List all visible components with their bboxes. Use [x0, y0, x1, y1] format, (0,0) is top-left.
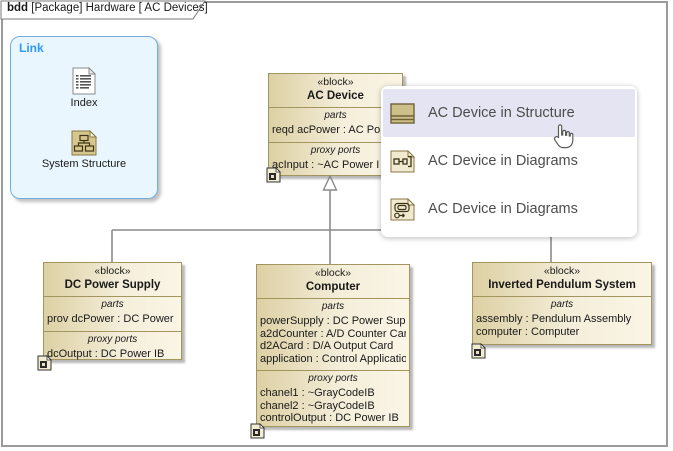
- diagram-title-text: [Package] Hardware [ AC Devices]: [28, 2, 208, 14]
- proxy-ports-compartment: proxy ports dcOutput : DC Power IB: [44, 332, 181, 366]
- hyperlink-badge-icon[interactable]: [471, 343, 486, 359]
- proxy-port[interactable]: chanel1 : ~GrayCodeIB: [260, 387, 375, 399]
- part-property[interactable]: powerSupply : DC Power Supply: [260, 315, 406, 327]
- menu-item-label: AC Device in Diagrams: [428, 201, 578, 217]
- generalization-arrow-icon: [322, 174, 338, 191]
- proxy-ports-compartment: proxy ports acInput : ~AC Power I: [269, 143, 402, 177]
- part-property[interactable]: d2ACard : D/A Output Card: [260, 340, 394, 352]
- hyperlink-badge-icon[interactable]: [266, 167, 281, 183]
- parts-compartment: parts prov dcPower : DC Power: [44, 297, 181, 332]
- proxy-port[interactable]: acInput : ~AC Power I: [272, 158, 380, 171]
- block-dc-power-supply[interactable]: «block» DC Power Supply parts prov dcPow…: [43, 262, 182, 360]
- part-property[interactable]: computer : Computer: [476, 325, 580, 338]
- compartment-label: proxy ports: [308, 373, 358, 384]
- compartment-label: parts: [550, 299, 574, 310]
- part-property[interactable]: prov dcPower : DC Power: [47, 313, 174, 325]
- internal-block-diagram-icon: [390, 149, 415, 172]
- block-header: «block» Computer: [257, 265, 409, 299]
- menu-item-ac-device-in-diagrams-1[interactable]: AC Device in Diagrams: [383, 137, 635, 185]
- system-structure-diagram-icon: [71, 130, 97, 156]
- diagram-heading-tab: bdd [Package] Hardware [ AC Devices]: [0, 0, 208, 20]
- proxy-port[interactable]: dcOutput : DC Power IB: [47, 347, 165, 360]
- link-item-system-structure[interactable]: System Structure: [11, 130, 157, 170]
- block-structure-icon: [390, 102, 415, 124]
- block-stereotype: «block»: [317, 76, 354, 88]
- compartment-label: parts: [101, 299, 124, 310]
- part-property[interactable]: a2dCounter : A/D Counter Card: [260, 327, 406, 340]
- block-stereotype: «block»: [314, 267, 352, 279]
- block-stereotype: «block»: [543, 265, 581, 277]
- hand-cursor-icon: [549, 122, 575, 157]
- block-header: «block» DC Power Supply: [44, 263, 181, 297]
- block-computer[interactable]: «block» Computer parts powerSupply : DC …: [256, 264, 410, 427]
- index-document-icon: [72, 67, 96, 95]
- parts-compartment: parts assembly : Pendulum Assembly compu…: [473, 297, 651, 343]
- block-name: Inverted Pendulum System: [488, 279, 636, 291]
- go-to-context-menu: AC Device in Structure AC Device in Diag…: [381, 86, 637, 237]
- part-property[interactable]: assembly : Pendulum Assembly: [476, 313, 632, 325]
- proxy-ports-compartment: proxy ports chanel1 : ~GrayCodeIB chanel…: [257, 371, 409, 430]
- link-panel-title: Link: [19, 41, 44, 55]
- compartment-label: parts: [321, 301, 345, 312]
- state-machine-diagram-icon: [390, 197, 415, 220]
- proxy-port[interactable]: chanel2 : ~GrayCodeIB: [260, 399, 375, 412]
- parts-compartment: parts powerSupply : DC Power Supply a2dC…: [257, 299, 409, 371]
- compartment-label: parts: [324, 110, 347, 121]
- compartment-label: proxy ports: [87, 333, 138, 345]
- compartment-label: proxy ports: [310, 144, 361, 156]
- diagram-heading-tab-shape: [0, 0, 206, 20]
- parts-compartment: parts reqd acPower : AC Po: [269, 108, 402, 143]
- link-item-label: Index: [70, 97, 98, 109]
- block-inverted-pendulum-system[interactable]: «block» Inverted Pendulum System parts a…: [472, 262, 652, 345]
- proxy-port[interactable]: controlOutput : DC Power IB: [260, 412, 399, 424]
- block-ac-device[interactable]: «block» AC Device parts reqd acPower : A…: [268, 73, 403, 176]
- block-header: «block» AC Device: [269, 74, 402, 108]
- part-property[interactable]: reqd acPower : AC Po: [272, 124, 381, 136]
- part-property[interactable]: application : Control Application: [260, 352, 406, 365]
- menu-item-label: AC Device in Structure: [428, 105, 575, 121]
- menu-item-label: AC Device in Diagrams: [428, 153, 578, 169]
- block-name: DC Power Supply: [64, 279, 161, 291]
- menu-item-ac-device-in-diagrams-2[interactable]: AC Device in Diagrams: [383, 185, 635, 233]
- diagram-title: bdd [Package] Hardware [ AC Devices]: [7, 2, 208, 14]
- hyperlink-badge-icon[interactable]: [250, 423, 265, 439]
- block-name: Computer: [305, 281, 361, 293]
- block-header: «block» Inverted Pendulum System: [473, 263, 651, 297]
- link-item-index[interactable]: Index: [11, 67, 157, 109]
- block-name: AC Device: [307, 90, 364, 102]
- link-note-panel: Link Index: [10, 36, 158, 199]
- block-stereotype: «block»: [94, 265, 131, 277]
- hyperlink-badge-icon[interactable]: [37, 355, 52, 371]
- menu-item-ac-device-in-structure[interactable]: AC Device in Structure: [383, 89, 635, 137]
- diagram-kind-keyword: bdd: [7, 2, 29, 14]
- link-item-label: System Structure: [41, 158, 127, 170]
